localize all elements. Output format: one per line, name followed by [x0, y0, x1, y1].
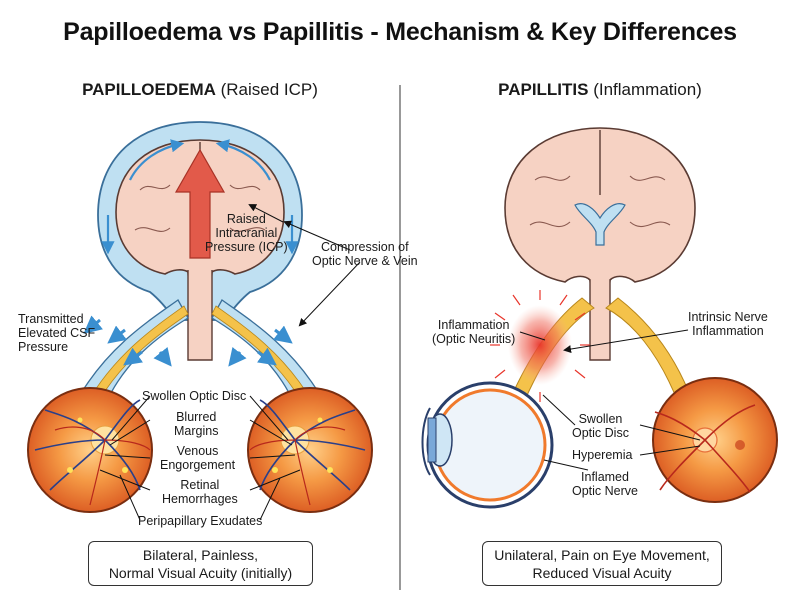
label-swollen-disc: Swollen Optic Disc [142, 389, 246, 403]
label-line: Compression of [321, 240, 409, 254]
label-line: Hemorrhages [162, 492, 238, 506]
label-line: Optic Nerve & Vein [312, 254, 418, 268]
papilloedema-summary-box: Bilateral, Painless, Normal Visual Acuit… [88, 541, 313, 586]
label-intrinsic: Intrinsic Nerve Inflammation [688, 310, 768, 338]
optic-nerve-normal [605, 297, 691, 403]
label-line: Swollen [578, 412, 623, 426]
label-line: Hyperemia [572, 448, 633, 462]
icp-arrow [174, 148, 226, 259]
label-transmitted-csf: Transmitted Elevated CSF Pressure [18, 312, 95, 354]
papilloedema-heading: PAPILLOEDEMA (Raised ICP) [40, 80, 360, 100]
label-line: Optic Nerve [572, 484, 638, 498]
summary-line: Unilateral, Pain on Eye Movement, [494, 547, 710, 563]
label-line: Engorgement [160, 458, 236, 472]
label-blurred-margins: Blurred Margins [174, 410, 218, 438]
label-line: Intrinsic Nerve [688, 310, 768, 324]
fundus-left [27, 387, 153, 513]
label-raised-icp: Raised Intracranial Pressure (ICP) [205, 212, 288, 254]
label-line: Blurred [176, 410, 217, 424]
label-inflammation: Inflammation (Optic Neuritis) [432, 318, 515, 346]
papilloedema-heading-bold: PAPILLOEDEMA [82, 80, 216, 99]
label-line: Margins [174, 424, 219, 438]
fundus-papillitis [652, 377, 778, 503]
inflammation-glow [508, 305, 572, 385]
label-line: Venous [176, 444, 219, 458]
papillitis-heading-rest: (Inflammation) [588, 80, 702, 99]
page-title: Papilloedema vs Papillitis - Mechanism &… [63, 18, 737, 46]
papillitis-heading-bold: PAPILLITIS [498, 80, 589, 99]
summary-line: Bilateral, Painless, [142, 547, 259, 563]
inflammation-rays [490, 290, 590, 402]
label-line: Transmitted [18, 312, 84, 326]
label-line: Inflammation [437, 318, 510, 332]
eyeball-section [421, 381, 554, 509]
label-swollen-disc-right: Swollen Optic Disc [572, 412, 629, 440]
label-line: Inflammation [692, 324, 764, 338]
label-line: Raised [226, 212, 266, 226]
label-line: Inflamed [581, 470, 629, 484]
label-compression: Compression of Optic Nerve & Vein [312, 240, 418, 268]
label-line: Peripapillary Exudates [138, 514, 263, 528]
papillitis-summary-box: Unilateral, Pain on Eye Movement, Reduce… [482, 541, 722, 586]
summary-line: Normal Visual Acuity (initially) [108, 565, 293, 581]
label-line: Optic Disc [572, 426, 629, 440]
papillitis-heading: PAPILLITIS (Inflammation) [440, 80, 760, 100]
label-line: Pressure (ICP) [205, 240, 288, 254]
label-inflamed-nerve: Inflamed Optic Nerve [572, 470, 638, 498]
label-line: (Optic Neuritis) [432, 332, 516, 346]
papillitis-illustration [421, 127, 778, 509]
label-line: Elevated CSF [18, 326, 96, 340]
label-line: Retinal [180, 478, 220, 492]
label-line: Intracranial [215, 226, 278, 240]
label-hyperemia: Hyperemia [572, 448, 632, 462]
label-venous-engorgement: Venous Engorgement [160, 444, 235, 472]
ventricle [574, 203, 626, 246]
label-line: Pressure [18, 340, 69, 354]
fundus-right [247, 387, 373, 513]
label-peripapillary-exudates: Peripapillary Exudates [138, 514, 262, 528]
papilloedema-heading-rest: (Raised ICP) [215, 80, 318, 99]
summary-line: Reduced Visual Acuity [532, 565, 672, 581]
papilloedema-illustration [27, 121, 373, 521]
label-retinal-hemorrhages: Retinal Hemorrhages [162, 478, 238, 506]
label-line: Swollen Optic Disc [142, 389, 247, 403]
